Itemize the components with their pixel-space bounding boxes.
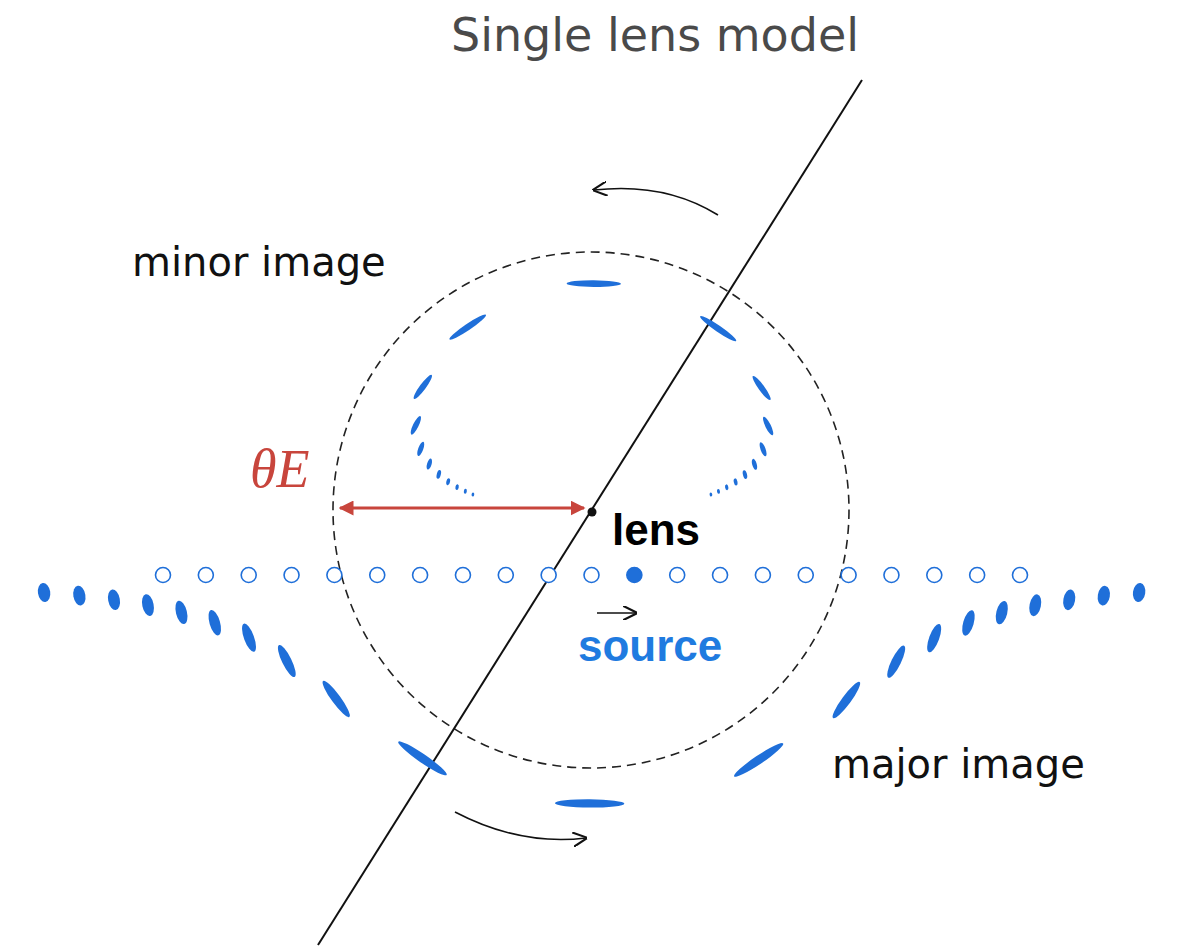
source-position xyxy=(970,568,985,583)
source-position xyxy=(370,568,385,583)
major-image-blob xyxy=(106,588,121,611)
major-image-blob xyxy=(732,740,786,780)
minor-image-blob xyxy=(698,314,738,344)
minor-image-blob xyxy=(733,478,738,486)
minor-image-blob xyxy=(446,478,451,486)
major-image-blob xyxy=(1132,582,1147,603)
source-position xyxy=(713,568,728,583)
lens-label: lens xyxy=(612,506,700,554)
rotation-arrow xyxy=(594,188,718,215)
major-image-blob xyxy=(37,582,52,603)
minor-image-blob xyxy=(567,280,621,287)
source-position xyxy=(927,568,942,583)
source-position-current xyxy=(627,568,642,583)
minor-image-blob xyxy=(725,484,729,490)
source-position xyxy=(455,568,470,583)
source-position xyxy=(798,568,813,583)
einstein-radius-arrow xyxy=(340,507,584,510)
major-image-blob xyxy=(1027,593,1043,617)
source-position xyxy=(884,568,899,583)
major-image-blob xyxy=(140,593,156,617)
source-position xyxy=(198,568,213,583)
einstein-ring xyxy=(333,252,849,768)
source-position xyxy=(241,568,256,583)
major-image-blob xyxy=(72,585,87,607)
minor-image-blob xyxy=(761,416,775,437)
minor-image-blob xyxy=(416,441,426,457)
source-position xyxy=(327,568,342,583)
minor-image-blob xyxy=(455,484,459,490)
major-image-blob xyxy=(239,622,259,654)
einstein-radius-label: θE xyxy=(250,440,310,499)
minor-image-blob xyxy=(750,374,772,401)
lens-dot xyxy=(588,508,597,517)
motion-arrow xyxy=(597,612,636,614)
lens-axis-line xyxy=(318,80,862,945)
minor-image-blob xyxy=(758,441,768,457)
major-image-blob xyxy=(960,609,978,637)
minor-image-blob xyxy=(409,415,423,436)
rotation-arrow xyxy=(455,812,586,840)
minor-image-blob xyxy=(742,470,748,480)
major-image-blob xyxy=(1062,588,1077,611)
major-image-blob xyxy=(884,644,908,680)
source-position xyxy=(498,568,513,583)
source-position xyxy=(841,568,856,583)
major-image-blob xyxy=(319,678,353,719)
source-position xyxy=(1013,568,1028,583)
major-image-blob xyxy=(994,600,1010,626)
source-position xyxy=(284,568,299,583)
major-image-blob xyxy=(206,609,223,637)
diagram-title: Single lens model xyxy=(305,10,1005,61)
source-position xyxy=(413,568,428,583)
image-label: minor image xyxy=(132,240,386,284)
major-image-blob xyxy=(275,643,299,679)
minor-image-blob xyxy=(709,492,712,497)
major-image-blob xyxy=(555,799,624,808)
minor-image-blob xyxy=(412,373,435,401)
image-label: major image xyxy=(832,742,1085,786)
source-label: source xyxy=(578,622,722,670)
minor-image-blob xyxy=(426,458,434,470)
image-group xyxy=(37,280,1147,808)
source-position xyxy=(584,568,599,583)
minor-image-blob xyxy=(448,312,488,342)
minor-image-blob xyxy=(717,489,721,494)
source-position xyxy=(541,568,556,583)
major-image-blob xyxy=(1096,585,1111,607)
minor-image-blob xyxy=(471,492,474,497)
major-image-blob xyxy=(173,600,189,626)
major-image-blob xyxy=(396,738,449,778)
major-image-blob xyxy=(829,679,863,720)
minor-image-blob xyxy=(463,489,467,494)
minor-image-blob xyxy=(436,470,442,480)
minor-image-blob xyxy=(751,458,759,470)
source-position xyxy=(755,568,770,583)
source-position xyxy=(670,568,685,583)
source-position xyxy=(156,568,171,583)
major-image-blob xyxy=(924,622,944,654)
